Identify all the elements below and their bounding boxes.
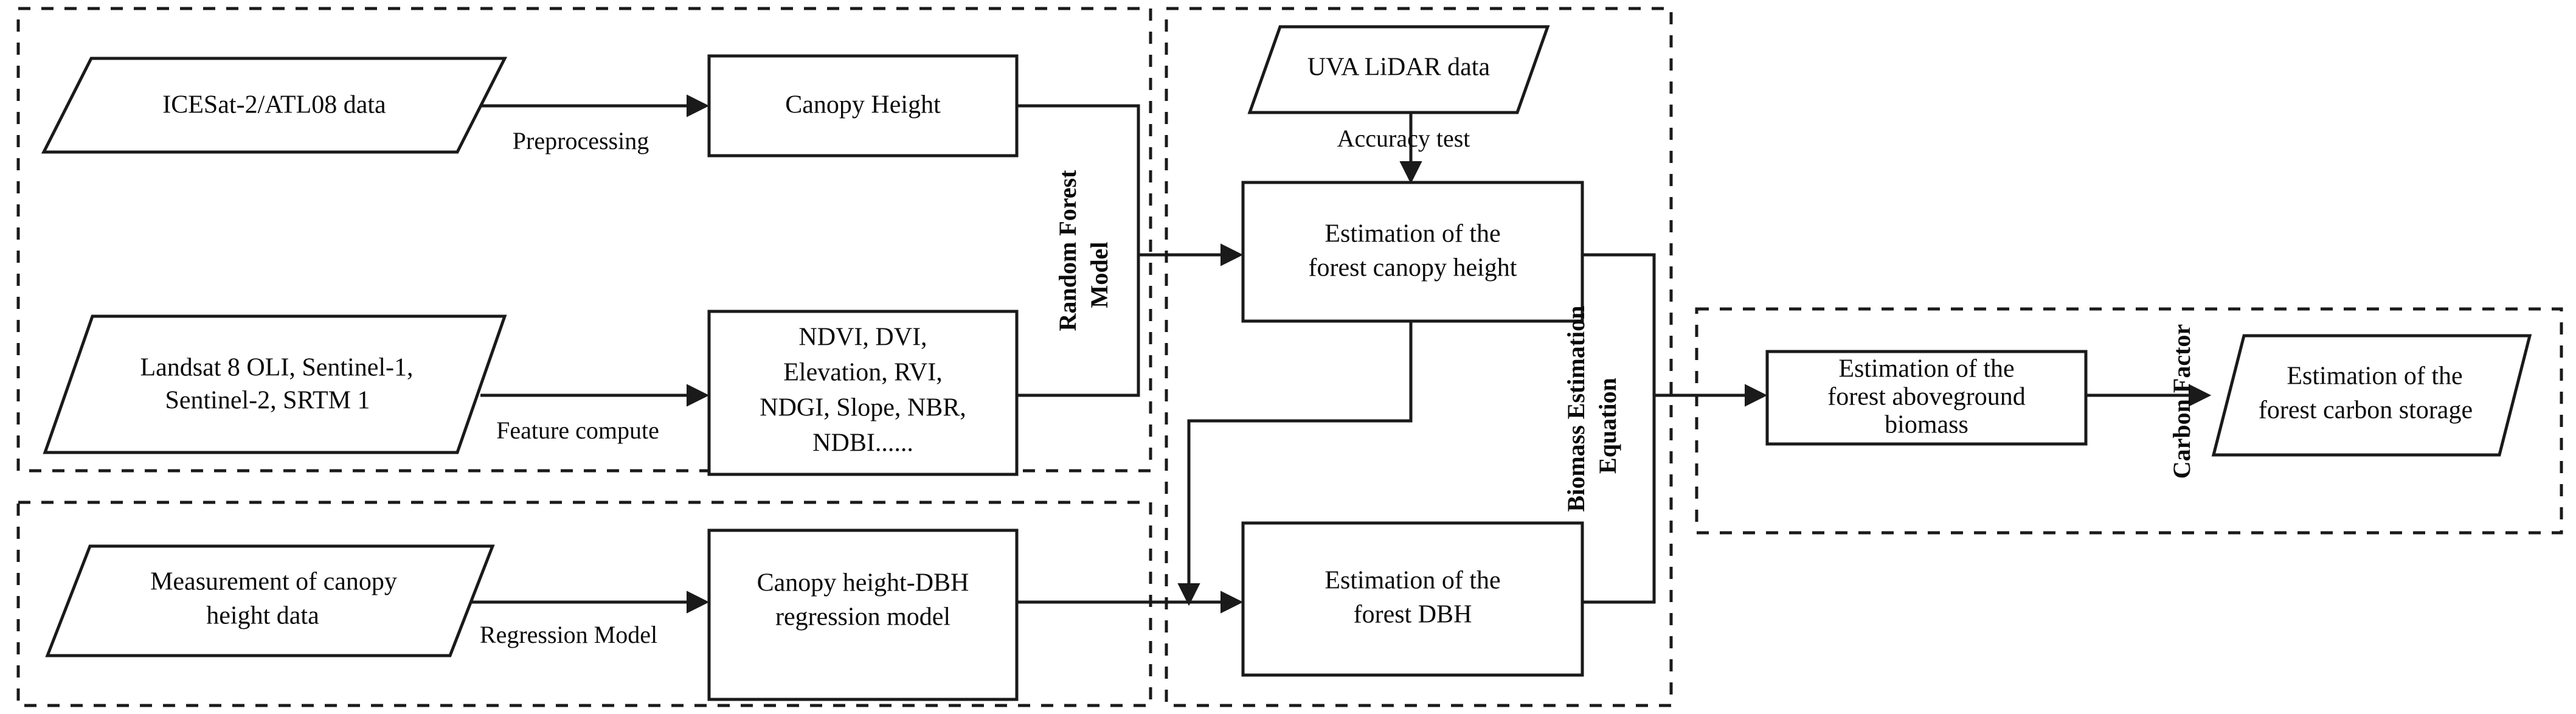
- node-features-label-line3: NDGI, Slope, NBR,: [760, 394, 966, 422]
- node-features-label-line4: NDBI......: [812, 429, 913, 457]
- node-dbh-regression-label-line1: Canopy height-DBH: [757, 569, 969, 597]
- node-measurement-label-line1: Measurement of canopy: [150, 568, 397, 596]
- node-icesat-label: ICESat-2/ATL08 data: [162, 91, 386, 119]
- node-uva-lidar-shape[interactable]: [1247, 25, 1550, 114]
- node-est-agb-label-line2: forest aboveground: [1827, 383, 2025, 411]
- edge-est-dbh-right-merge: [1582, 395, 1656, 604]
- node-icesat-shape[interactable]: [41, 57, 508, 154]
- node-landsat-label-line2: Sentinel-2, SRTM 1: [165, 387, 370, 415]
- node-features-label-line2: Elevation, RVI,: [783, 359, 942, 387]
- node-dbh-regression-shape[interactable]: [707, 529, 1019, 701]
- node-est-canopy-height-label-line1: Estimation of the: [1324, 220, 1500, 248]
- node-measurement-shape[interactable]: [45, 544, 495, 657]
- node-est-canopy-height-label-line2: forest canopy height: [1309, 254, 1517, 282]
- node-landsat-label-line1: Landsat 8 OLI, Sentinel-1,: [140, 354, 413, 382]
- edge-label-biomass-equation-line2: Equation: [1594, 378, 1621, 474]
- node-features-label-line1: NDVI, DVI,: [798, 324, 927, 352]
- edge-est-canopy-to-est-dbh: [1177, 321, 1413, 606]
- group-carbon: [1695, 307, 2563, 535]
- node-features-shape[interactable]: [707, 310, 1019, 476]
- edge-label-accuracy-test: Accuracy test: [1337, 125, 1470, 152]
- edge-features-merge: [1016, 255, 1140, 397]
- edge-label-regression-model: Regression Model: [480, 621, 657, 648]
- node-est-dbh-label-line1: Estimation of the: [1324, 567, 1500, 595]
- node-dbh-regression-label-line2: regression model: [775, 603, 950, 631]
- node-est-dbh-shape[interactable]: [1241, 521, 1584, 677]
- node-landsat-shape[interactable]: [43, 314, 507, 454]
- node-est-agb-shape[interactable]: [1765, 350, 2088, 446]
- node-est-dbh-label-line2: forest DBH: [1354, 601, 1472, 629]
- edge-label-feature-compute: Feature compute: [496, 417, 659, 444]
- node-measurement-label-line2: height data: [206, 602, 319, 630]
- node-canopy-height-shape[interactable]: [707, 54, 1019, 158]
- node-est-canopy-height-shape[interactable]: [1241, 181, 1584, 323]
- node-est-carbon-shape[interactable]: [2211, 334, 2532, 457]
- node-uva-lidar-label: UVA LiDAR data: [1307, 54, 1491, 81]
- edge-label-random-forest-line2: Model: [1085, 242, 1113, 308]
- group-remote-sensing: [16, 7, 1152, 473]
- group-field-measurement: [16, 501, 1152, 707]
- node-est-agb-label-line1: Estimation of the: [1838, 355, 2014, 383]
- node-canopy-height-label: Canopy Height: [785, 91, 941, 119]
- edge-canopy-height-merge: [1016, 104, 1140, 255]
- edge-label-preprocessing: Preprocessing: [513, 127, 649, 154]
- edge-label-random-forest-line1: Random Forest: [1054, 170, 1081, 331]
- edge-est-canopy-right-merge: [1582, 253, 1656, 395]
- node-est-carbon-label-line2: forest carbon storage: [2259, 397, 2473, 425]
- edge-label-carbon-factor: Carbon Factor: [2168, 324, 2195, 479]
- edge-label-biomass-equation-line1: Biomass Estimation: [1562, 306, 1590, 512]
- node-est-carbon-label-line1: Estimation of the: [2287, 362, 2462, 390]
- node-est-agb-label-line3: biomass: [1885, 411, 1968, 439]
